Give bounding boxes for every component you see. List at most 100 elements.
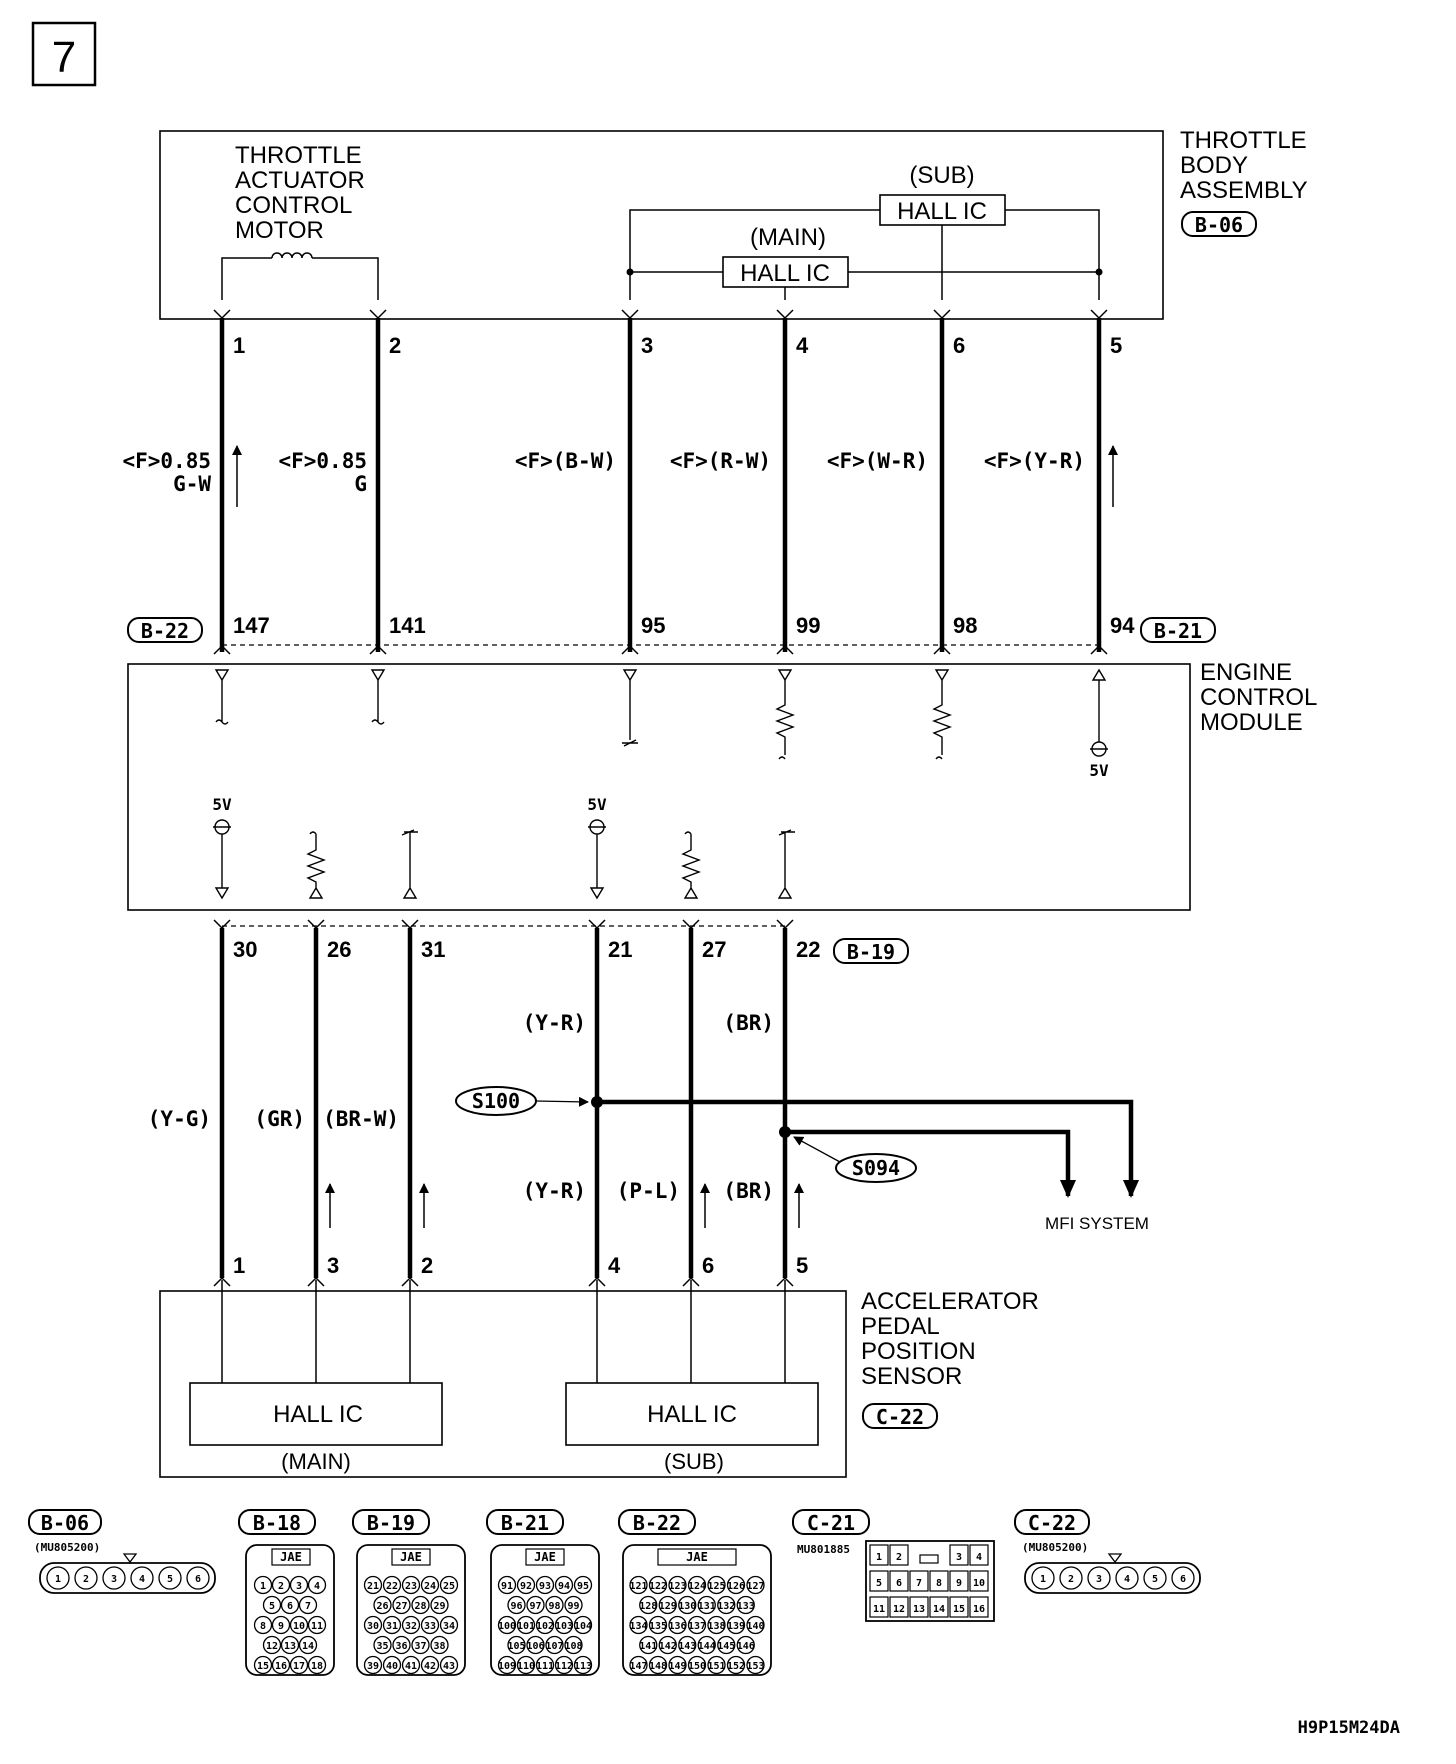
svg-text:152: 152	[727, 1661, 745, 1672]
svg-text:1: 1	[260, 1581, 266, 1592]
svg-text:10: 10	[973, 1578, 985, 1589]
wire-label-2a: <F>0.85	[278, 449, 367, 473]
svg-text:137: 137	[688, 1621, 706, 1632]
connector-b19-pin-25: 25	[439, 1575, 459, 1595]
ecm-top-pins: 147 141 95 99 98 94	[233, 613, 1135, 638]
connector-c22-pin-1: 1	[1031, 1566, 1055, 1590]
connector-c21-pin-7: 7	[909, 1570, 929, 1592]
upper-current-arrows	[232, 445, 1118, 507]
svg-text:42: 42	[424, 1661, 436, 1672]
connector-c21-pin-1: 1	[869, 1544, 889, 1566]
svg-text:95: 95	[577, 1581, 589, 1592]
svg-text:13: 13	[284, 1641, 296, 1652]
svg-text:99: 99	[567, 1601, 579, 1612]
svg-text:21: 21	[367, 1581, 379, 1592]
connector-b21-pin-95: 95	[573, 1575, 593, 1595]
svg-text:11: 11	[311, 1621, 323, 1632]
svg-text:124: 124	[688, 1581, 706, 1592]
connector-b22-pin-153: 153	[746, 1655, 765, 1675]
apps-title-3: POSITION	[861, 1338, 976, 1365]
connector-c22-pin-5: 5	[1143, 1566, 1167, 1590]
svg-text:6: 6	[195, 1574, 201, 1585]
motor-label-2: ACTUATOR	[235, 167, 365, 194]
svg-text:107: 107	[545, 1641, 563, 1652]
svg-text:32: 32	[405, 1621, 417, 1632]
svg-text:33: 33	[424, 1621, 436, 1632]
svg-text:8: 8	[260, 1621, 266, 1632]
svg-text:101: 101	[517, 1621, 535, 1632]
svg-text:3: 3	[956, 1552, 962, 1563]
connector-b22-pin-149: 149	[668, 1655, 687, 1675]
svg-text:31: 31	[386, 1621, 398, 1632]
svg-text:110: 110	[517, 1661, 535, 1672]
ecm-title-2: CONTROL	[1200, 684, 1317, 711]
page-number: 7	[52, 33, 76, 82]
svg-text:8: 8	[936, 1578, 942, 1589]
lower-wire-terminals	[213, 919, 794, 1287]
tb-hall-ic-sub-label: HALL IC	[897, 198, 987, 225]
connector-b22-pin-148: 148	[648, 1655, 668, 1675]
apps-pin-1: 1	[233, 1253, 245, 1278]
svg-text:142: 142	[659, 1641, 677, 1652]
lower-wire-labels: (Y-G) (GR) (BR-W) (Y-R) (BR) (Y-R) (P-L)…	[148, 1011, 774, 1203]
tb-junction-1	[626, 268, 634, 276]
svg-text:109: 109	[498, 1661, 516, 1672]
connector-b18-pin-11: 11	[307, 1615, 327, 1635]
connector-b19-pin-41: 41	[401, 1655, 421, 1675]
wire-label-5: <F>(W-R)	[827, 449, 928, 473]
svg-text:JAE: JAE	[686, 1550, 708, 1564]
svg-text:37: 37	[414, 1641, 426, 1652]
connector-b21-pin-107: 107	[545, 1635, 564, 1655]
connector-c22-pin-3: 3	[1087, 1566, 1111, 1590]
connector-b22-pin-131: 131	[697, 1595, 716, 1615]
apps-pin-5: 5	[796, 1253, 808, 1278]
connector-b22-pin-121: 121	[629, 1575, 648, 1595]
splice-s094-pointer	[793, 1136, 841, 1163]
svg-text:1: 1	[55, 1574, 61, 1585]
svg-text:1: 1	[1040, 1574, 1046, 1585]
apps-box	[159, 1290, 847, 1478]
connector-b22-pin-142: 142	[658, 1635, 677, 1655]
lower-label-y-g: (Y-G)	[148, 1107, 211, 1131]
connector-b22-pin-146: 146	[736, 1635, 755, 1655]
connector-b22-pin-123: 123	[668, 1575, 687, 1595]
connector-c21-pin-6: 6	[889, 1570, 909, 1592]
svg-text:C-21: C-21	[807, 1511, 855, 1535]
svg-text:91: 91	[501, 1581, 513, 1592]
connector-b21-pin-100: 100	[497, 1615, 517, 1635]
connector-b19-pin-40: 40	[382, 1655, 402, 1675]
connector-b06-pin-6: 6	[186, 1566, 210, 1590]
connector-c21-pin-10: 10	[969, 1570, 989, 1592]
wire-label-1a: <F>0.85	[122, 449, 211, 473]
apps-hall-ic-sub	[565, 1382, 819, 1446]
connector-b22-pin-140: 140	[746, 1615, 765, 1635]
connector-b06-pin-4: 4	[130, 1566, 154, 1590]
svg-text:92: 92	[520, 1581, 532, 1592]
connector-b18-pin-7: 7	[298, 1595, 318, 1615]
connector-b21-pin-112: 112	[554, 1655, 574, 1675]
ecm-5v-right: 5V	[1089, 761, 1109, 780]
connector-b22-pin-132: 132	[717, 1595, 736, 1615]
svg-text:JAE: JAE	[400, 1550, 422, 1564]
connector-c21-pin-15: 15	[949, 1596, 969, 1618]
connector-c22-pin-4: 4	[1115, 1566, 1139, 1590]
connector-b22-pin-133: 133	[736, 1595, 755, 1615]
svg-text:36: 36	[395, 1641, 407, 1652]
connector-b19-pin-23: 23	[401, 1575, 421, 1595]
svg-text:121: 121	[629, 1581, 647, 1592]
connector-c21-pin-8: 8	[929, 1570, 949, 1592]
lower-label-gr: (GR)	[254, 1107, 305, 1131]
svg-text:5: 5	[269, 1601, 275, 1612]
throttle-body-box	[159, 130, 1164, 320]
splice-tag-s094-label: S094	[852, 1156, 900, 1180]
ecm-pin-141: 141	[389, 613, 426, 638]
svg-text:15: 15	[953, 1604, 965, 1615]
svg-text:4: 4	[1124, 1574, 1130, 1585]
connector-b22-pin-136: 136	[668, 1615, 687, 1635]
svg-text:128: 128	[639, 1601, 657, 1612]
svg-text:133: 133	[737, 1601, 755, 1612]
connector-b22-pin-124: 124	[687, 1575, 707, 1595]
connector-b22-pin-125: 125	[707, 1575, 726, 1595]
apps-title-4: SENSOR	[861, 1363, 962, 1390]
